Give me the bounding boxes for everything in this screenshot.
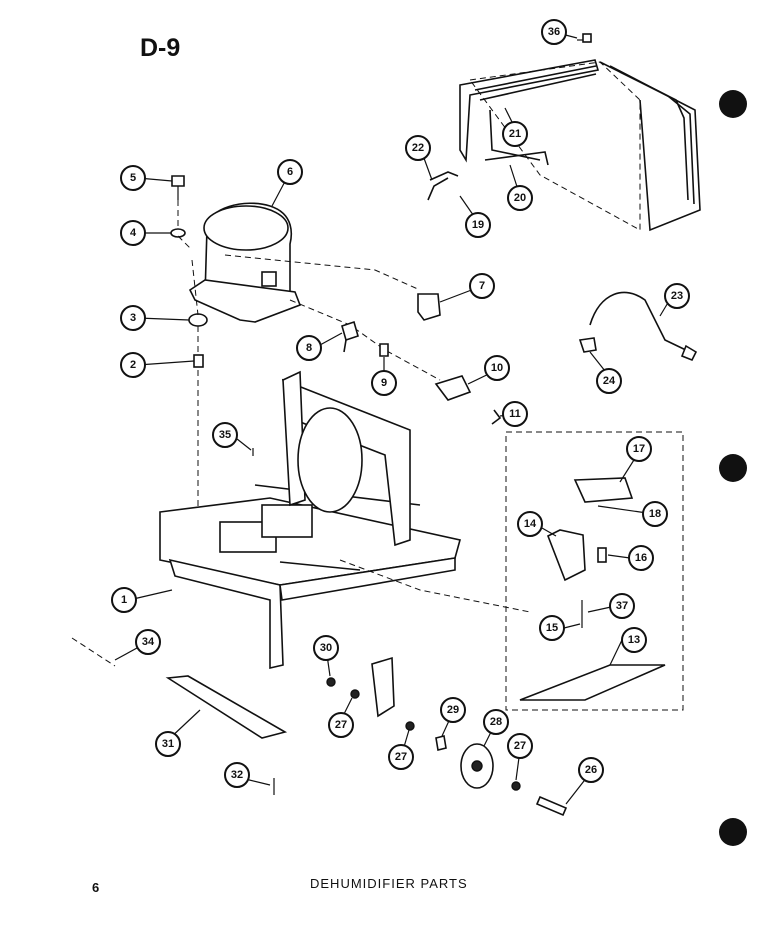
svg-text:17: 17 — [633, 443, 645, 455]
callout-34: 34 — [135, 629, 161, 655]
svg-text:32: 32 — [231, 769, 243, 781]
compressor — [188, 202, 302, 323]
callout-26: 26 — [578, 757, 604, 783]
callout-10: 10 — [484, 355, 510, 381]
svg-text:13: 13 — [628, 634, 640, 646]
compressor-mount-hardware — [170, 175, 208, 520]
callout-36: 36 — [541, 19, 567, 45]
callout-1: 1 — [111, 587, 137, 613]
binding-hole — [719, 454, 747, 482]
svg-text:20: 20 — [514, 192, 526, 204]
svg-text:27: 27 — [395, 751, 407, 763]
callout-4: 4 — [120, 220, 146, 246]
svg-text:31: 31 — [162, 738, 174, 750]
svg-text:6: 6 — [287, 166, 293, 178]
callout-17: 17 — [626, 436, 652, 462]
page-number: 6 — [92, 880, 100, 895]
svg-text:26: 26 — [585, 764, 597, 776]
svg-text:24: 24 — [603, 375, 616, 387]
svg-text:35: 35 — [219, 429, 231, 441]
callout-7: 7 — [469, 273, 495, 299]
svg-text:15: 15 — [546, 622, 558, 634]
diagram-caption: DEHUMIDIFIER PARTS — [310, 876, 468, 891]
svg-text:28: 28 — [490, 716, 502, 728]
fan-hardware — [71, 637, 568, 817]
callout-14: 14 — [517, 511, 543, 537]
svg-text:34: 34 — [142, 636, 155, 648]
svg-text:36: 36 — [548, 26, 560, 38]
svg-text:2: 2 — [130, 359, 136, 371]
svg-text:4: 4 — [130, 227, 137, 239]
svg-text:29: 29 — [447, 704, 459, 716]
callout-3: 3 — [120, 305, 146, 331]
svg-text:5: 5 — [130, 172, 136, 184]
callout-21: 21 — [502, 121, 528, 147]
callout-20: 20 — [507, 185, 533, 211]
callout-28: 28 — [483, 709, 509, 735]
svg-text:14: 14 — [524, 518, 537, 530]
callout-15: 15 — [539, 615, 565, 641]
callout-8: 8 — [296, 335, 322, 361]
svg-text:18: 18 — [649, 508, 661, 520]
svg-text:10: 10 — [491, 362, 503, 374]
evaporator-coil — [427, 33, 701, 232]
callout-5: 5 — [120, 165, 146, 191]
base-frame — [159, 370, 531, 670]
page-title: D-9 — [140, 34, 181, 62]
callout-9: 9 — [371, 370, 397, 396]
svg-text:27: 27 — [514, 740, 526, 752]
callout-11: 11 — [502, 401, 528, 427]
callout-30: 30 — [313, 635, 339, 661]
callout-32: 32 — [224, 762, 250, 788]
callout-27: 27 — [328, 712, 354, 738]
callout-27: 27 — [507, 733, 533, 759]
svg-text:22: 22 — [412, 142, 424, 154]
binding-hole — [719, 90, 747, 118]
svg-text:3: 3 — [130, 312, 136, 324]
callout-6: 6 — [277, 159, 303, 185]
svg-text:8: 8 — [306, 342, 312, 354]
control-box — [505, 431, 684, 711]
callout-29: 29 — [440, 697, 466, 723]
callout-19: 19 — [465, 212, 491, 238]
callout-16: 16 — [628, 545, 654, 571]
svg-text:11: 11 — [509, 408, 521, 420]
callout-24: 24 — [596, 368, 622, 394]
svg-text:37: 37 — [616, 600, 628, 612]
callout-35: 35 — [212, 422, 238, 448]
svg-text:23: 23 — [671, 290, 683, 302]
callout-22: 22 — [405, 135, 431, 161]
svg-text:27: 27 — [335, 719, 347, 731]
callout-27: 27 — [388, 744, 414, 770]
callout-23: 23 — [664, 283, 690, 309]
callout-13: 13 — [621, 627, 647, 653]
binding-hole — [719, 818, 747, 846]
callout-37: 37 — [609, 593, 635, 619]
svg-text:19: 19 — [472, 219, 484, 231]
svg-text:7: 7 — [479, 280, 485, 292]
callout-18: 18 — [642, 501, 668, 527]
callout-2: 2 — [120, 352, 146, 378]
electrical-parts — [224, 254, 502, 456]
callout-31: 31 — [155, 731, 181, 757]
svg-text:30: 30 — [320, 642, 332, 654]
svg-text:9: 9 — [381, 377, 387, 389]
svg-text:1: 1 — [121, 594, 127, 606]
svg-text:21: 21 — [509, 128, 521, 140]
svg-text:16: 16 — [635, 552, 647, 564]
power-cord — [578, 291, 698, 362]
